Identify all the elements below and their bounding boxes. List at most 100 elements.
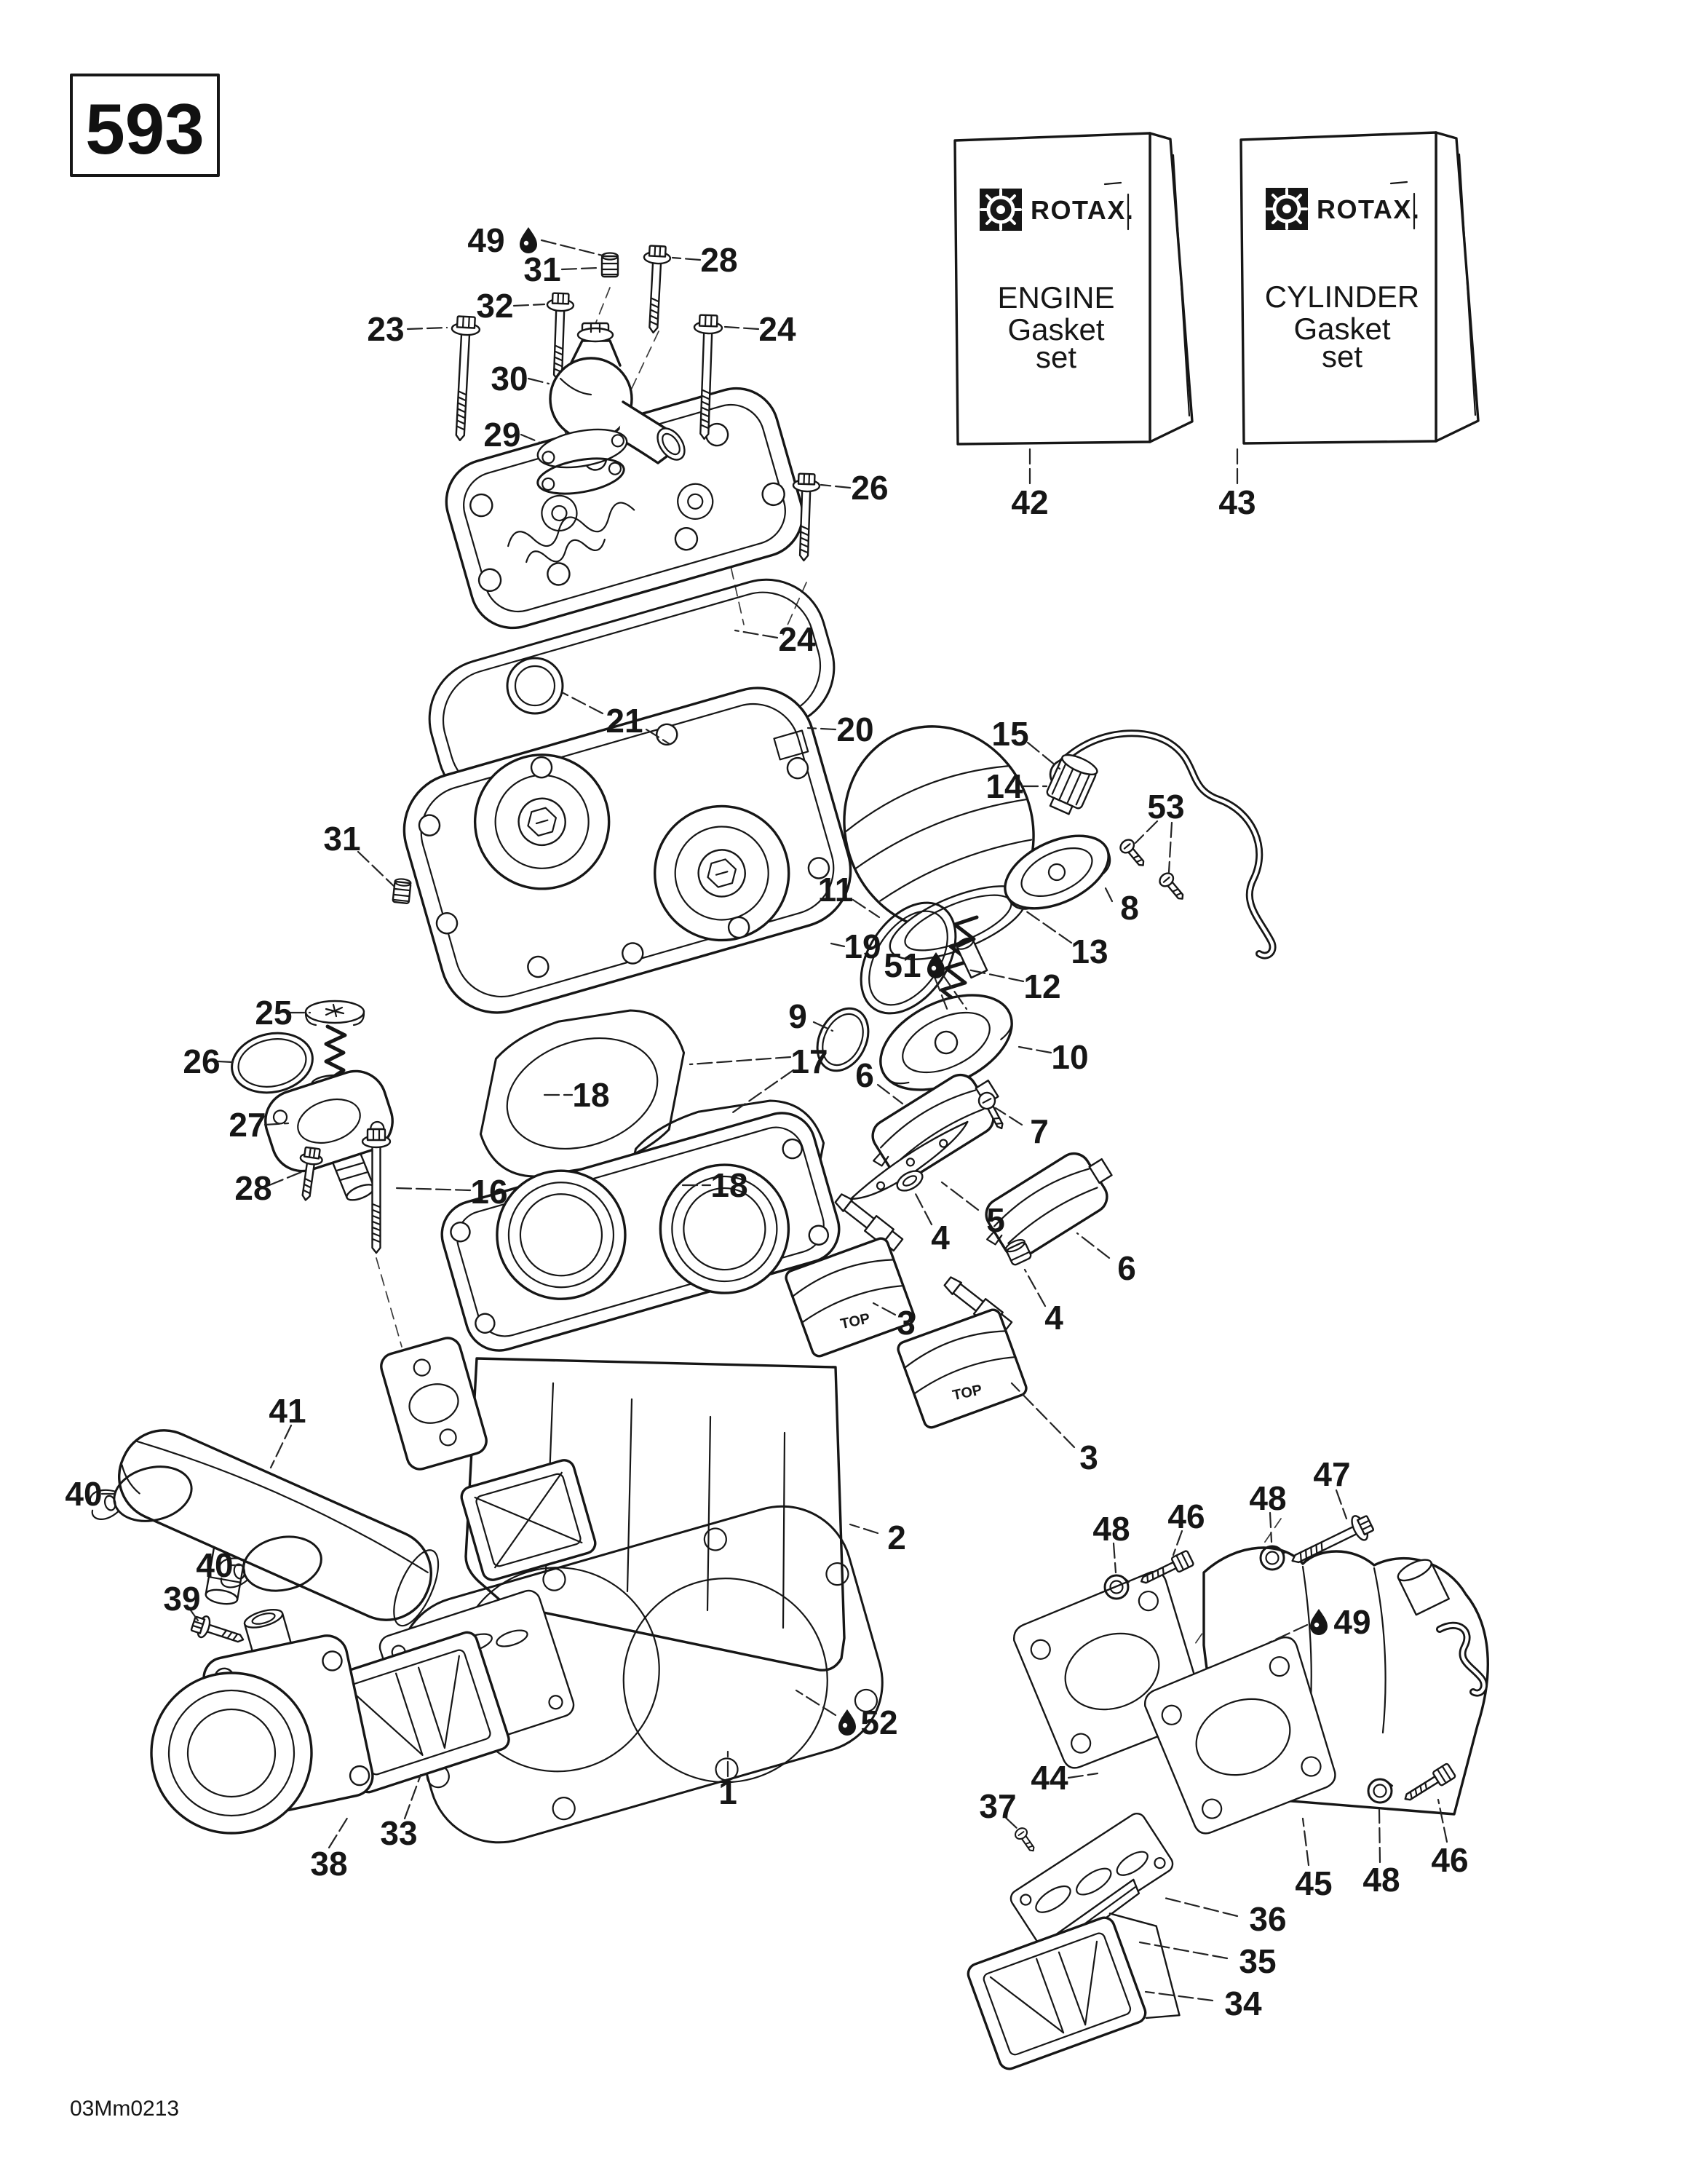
part-cylinder-head bbox=[402, 687, 852, 1014]
callout-3: 3 bbox=[1010, 1382, 1098, 1476]
callout-26: 26 bbox=[183, 1042, 234, 1080]
callout-number: 8 bbox=[1120, 889, 1139, 927]
rotax-logo-icon bbox=[1266, 188, 1308, 230]
part-seal-4-b bbox=[1004, 1238, 1032, 1266]
part-seal-4-a bbox=[896, 1170, 924, 1192]
oil-drop-highlight bbox=[1314, 1622, 1320, 1628]
callout-49: 49 bbox=[1268, 1603, 1371, 1644]
bag-brand: ROTAX. bbox=[1317, 194, 1420, 224]
part-oring-small-a bbox=[506, 657, 564, 715]
callout-11: 11 bbox=[818, 871, 881, 919]
callout-number: 37 bbox=[979, 1787, 1016, 1825]
callout-number: 52 bbox=[860, 1704, 897, 1741]
leader-line bbox=[1160, 1896, 1239, 1918]
part-retaining-wire-15 bbox=[1049, 729, 1277, 960]
oil-drop-highlight bbox=[842, 1722, 848, 1728]
bag-title-line3: set bbox=[1322, 339, 1362, 373]
callout-number: 44 bbox=[1031, 1759, 1068, 1797]
part-bolt-23 bbox=[445, 314, 481, 442]
callout-35: 35 bbox=[1138, 1941, 1277, 1980]
callout-23: 23 bbox=[367, 310, 448, 348]
leader-line bbox=[914, 1192, 933, 1226]
callout-number: 19 bbox=[844, 927, 881, 965]
callout-45: 45 bbox=[1295, 1817, 1333, 1902]
callout-7: 7 bbox=[994, 1107, 1049, 1150]
callout-39: 39 bbox=[163, 1580, 201, 1622]
part-cylinder-head-cover bbox=[445, 387, 804, 630]
gasket-bag-cylinder: ROTAX. CYLINDER Gasket set bbox=[1239, 131, 1480, 445]
callout-number: 5 bbox=[986, 1201, 1005, 1239]
part-diaphragm-10 bbox=[879, 994, 1013, 1091]
leader-line bbox=[1004, 1816, 1019, 1830]
callout-number: 33 bbox=[380, 1814, 417, 1852]
callout-number: 25 bbox=[255, 994, 292, 1032]
callout-number: 7 bbox=[1030, 1112, 1049, 1150]
leader-line bbox=[830, 942, 846, 948]
callout-number: 30 bbox=[491, 360, 528, 397]
leader-line bbox=[1144, 1990, 1214, 2002]
part-reed-5 bbox=[849, 1120, 969, 1200]
leader-line bbox=[1026, 741, 1061, 770]
part-bellows-3-a: TOP bbox=[785, 1193, 916, 1358]
callout-number: 42 bbox=[1011, 483, 1048, 521]
callout-number: 21 bbox=[606, 702, 643, 740]
callout-3: 3 bbox=[872, 1302, 916, 1342]
callout-number: 29 bbox=[483, 416, 520, 454]
leader-line bbox=[1112, 1542, 1117, 1574]
oil-drop-icon bbox=[520, 227, 537, 253]
bag-title-line2: Gasket bbox=[1293, 312, 1390, 346]
callout-30: 30 bbox=[491, 360, 550, 397]
callout-number: 4 bbox=[931, 1219, 950, 1257]
callout-31: 31 bbox=[323, 820, 396, 888]
part-screw-53-b bbox=[1156, 869, 1189, 905]
callout-4: 4 bbox=[1023, 1268, 1063, 1337]
leader-line bbox=[940, 1181, 980, 1211]
leader-line bbox=[1378, 1808, 1381, 1864]
callout-number: 49 bbox=[467, 221, 504, 259]
leader-line bbox=[671, 256, 702, 261]
leader-line bbox=[942, 974, 968, 1010]
callout-15: 15 bbox=[991, 715, 1061, 770]
callout-46: 46 bbox=[1167, 1497, 1205, 1556]
callout-44: 44 bbox=[1031, 1759, 1099, 1797]
leader-line bbox=[395, 1187, 472, 1192]
leader-line bbox=[527, 377, 550, 385]
part-pushrod-10 bbox=[956, 937, 988, 979]
part-thermostat-cover-27 bbox=[264, 1069, 394, 1201]
leader-line bbox=[806, 727, 837, 731]
callout-36: 36 bbox=[1160, 1896, 1287, 1938]
callout-20: 20 bbox=[806, 711, 874, 748]
callout-40: 40 bbox=[65, 1475, 115, 1513]
callout-48: 48 bbox=[1249, 1479, 1287, 1543]
callout-number: 3 bbox=[897, 1304, 916, 1342]
callout-51: 51 bbox=[884, 946, 968, 1012]
callout-number: 46 bbox=[1167, 1497, 1205, 1535]
callout-number: 47 bbox=[1313, 1455, 1350, 1493]
callout-48: 48 bbox=[1362, 1808, 1400, 1899]
leader-line bbox=[1023, 1268, 1047, 1307]
bag-brand: ROTAX. bbox=[1031, 195, 1134, 225]
callout-number: 49 bbox=[1333, 1603, 1370, 1641]
callout-number: 13 bbox=[1071, 933, 1108, 970]
callout-6: 6 bbox=[1076, 1232, 1136, 1287]
part-reed-block-34 bbox=[967, 1912, 1181, 2070]
leader-line bbox=[723, 325, 760, 331]
leader-line bbox=[1167, 821, 1173, 874]
callout-27: 27 bbox=[229, 1106, 290, 1144]
callout-number: 38 bbox=[310, 1845, 347, 1883]
bag-title-line2: Gasket bbox=[1007, 312, 1104, 347]
callout-24: 24 bbox=[734, 620, 816, 658]
callout-number: 6 bbox=[855, 1056, 874, 1094]
leader-line bbox=[852, 898, 881, 919]
leader-line bbox=[263, 1122, 290, 1126]
leader-line bbox=[1268, 1623, 1309, 1644]
callout-52: 52 bbox=[795, 1689, 898, 1741]
part-screw-53-a bbox=[1116, 836, 1150, 871]
callout-number: 23 bbox=[367, 310, 404, 348]
callout-number: 40 bbox=[65, 1475, 102, 1513]
callout-number: 31 bbox=[323, 820, 360, 858]
leader-line bbox=[820, 483, 852, 489]
callout-21: 21 bbox=[562, 692, 671, 745]
